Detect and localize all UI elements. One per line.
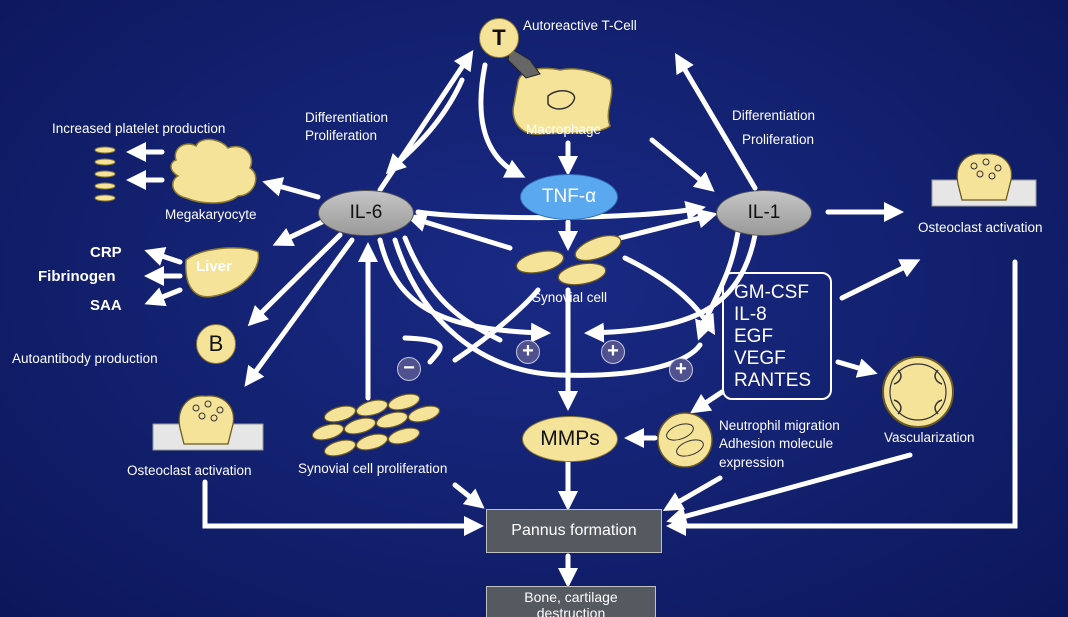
arrow-synovial-il1 — [617, 208, 718, 241]
synovial-cell-label: Synovial cell — [532, 290, 608, 305]
cytokine-rantes: RANTES — [734, 370, 812, 391]
neutrophil-label-1: Neutrophil migration — [719, 418, 840, 433]
tcell-badge: T — [479, 18, 519, 58]
bone-label-1: Bone, cartilage — [524, 589, 618, 605]
arrow-synovial-cytokines — [622, 255, 716, 336]
arrow-liver-crp — [144, 246, 183, 266]
synovial-prolif-label: Synovial cell proliferation — [298, 461, 448, 476]
macrophage-label: Macrophage — [526, 122, 602, 137]
arrow-synovial-minus — [452, 287, 541, 363]
plus-badge-2: + — [601, 340, 625, 364]
synovial-proliferation-shapes — [311, 393, 441, 457]
synovial-cell-shapes — [515, 234, 622, 286]
cytokine-gmcsf: GM-CSF — [734, 282, 809, 303]
tcell-label: Autoreactive T-Cell — [523, 18, 637, 33]
platelets — [94, 146, 116, 202]
megakaryocyte-label: Megakaryocyte — [165, 207, 257, 222]
arrow-cytokines-neutrophil — [690, 389, 725, 414]
arrow-il6-liver — [272, 219, 325, 246]
platelet-label: Increased platelet production — [52, 121, 226, 136]
cytokine-egf: EGF — [734, 326, 774, 347]
neutrophil-cell — [657, 412, 713, 468]
osteoclast-right-label: Osteoclast activation — [918, 220, 1043, 235]
arrow-il1-tcell — [674, 52, 758, 191]
arrow-il6-tcell — [377, 50, 474, 193]
arrow-macrophage-il1 — [649, 137, 715, 192]
arrow-vascular-pannus — [666, 452, 913, 526]
pannus-box: Pannus formation — [486, 509, 662, 553]
diff-left-label: Differentiation — [305, 110, 389, 125]
tnf-node: TNF-α — [520, 174, 618, 220]
vessel-cell — [882, 356, 954, 428]
cytokine-box: GM-CSF IL-8 EGF VEGF RANTES — [722, 272, 832, 400]
mmps-node: MMPs — [522, 416, 618, 462]
vascularization-label: Vascularization — [884, 430, 975, 445]
prolif-right-label: Proliferation — [742, 132, 815, 147]
cytokine-il8: IL-8 — [734, 304, 767, 325]
bone-label-2: destruction — [536, 605, 606, 617]
autoantibody-label: Autoantibody production — [12, 351, 158, 366]
osteoclast-left-label: Osteoclast activation — [127, 463, 252, 478]
tcell-receptor — [507, 47, 541, 79]
arrow-neutrophil-pannus — [662, 475, 723, 511]
arrow-il6-bcell — [247, 232, 343, 327]
arrow-il6-plus-left — [377, 237, 551, 343]
neutrophil-label-3: expression — [719, 455, 785, 470]
arrow-prolif-pannus — [452, 482, 485, 509]
arrow-osteoclast-right-pannus — [666, 259, 1018, 536]
liver-organ — [185, 247, 260, 298]
macrophage-cell — [512, 67, 613, 135]
arrow-il6-osteoclast — [244, 237, 355, 387]
arrow-tcell-tnf — [478, 62, 526, 178]
bcell-badge: B — [196, 324, 236, 364]
liver-label: Liver — [196, 258, 232, 275]
diff-right-label: Differentiation — [732, 108, 816, 123]
plus-badge-1: + — [516, 340, 540, 364]
fibrinogen-label: Fibrinogen — [38, 268, 116, 285]
cytokine-vegf: VEGF — [734, 348, 786, 369]
arrow-minus-link — [402, 335, 443, 365]
prolif-left-label: Proliferation — [305, 128, 378, 143]
saa-label: SAA — [90, 297, 122, 314]
crp-label: CRP — [90, 244, 122, 261]
arrow-cytokines-osteoclast — [839, 259, 921, 301]
arrow-il6-megakaryocyte — [262, 177, 321, 200]
arrow-il1-plus-right — [584, 232, 758, 343]
arrow-cytokines-vascular — [835, 358, 878, 378]
bone-box: Bone, cartilage destruction — [486, 586, 656, 617]
megakaryocyte-cell — [170, 138, 257, 204]
arrow-liver-saa — [144, 287, 183, 307]
il1-node: IL-1 — [716, 190, 812, 236]
arrow-osteoclast-left-pannus — [202, 479, 484, 536]
arrow-il6-inner-curve — [402, 235, 503, 343]
arrow-il1-cytokines — [695, 229, 741, 341]
arrow-synovial-il6 — [406, 212, 513, 251]
osteoclast-right-shape — [931, 153, 1037, 207]
osteoclast-left-shape — [152, 395, 264, 451]
neutrophil-label-2: Adhesion molecule — [719, 436, 834, 451]
minus-badge: − — [397, 357, 421, 381]
plus-badge-3: + — [669, 358, 693, 382]
il6-node: IL-6 — [318, 190, 414, 236]
